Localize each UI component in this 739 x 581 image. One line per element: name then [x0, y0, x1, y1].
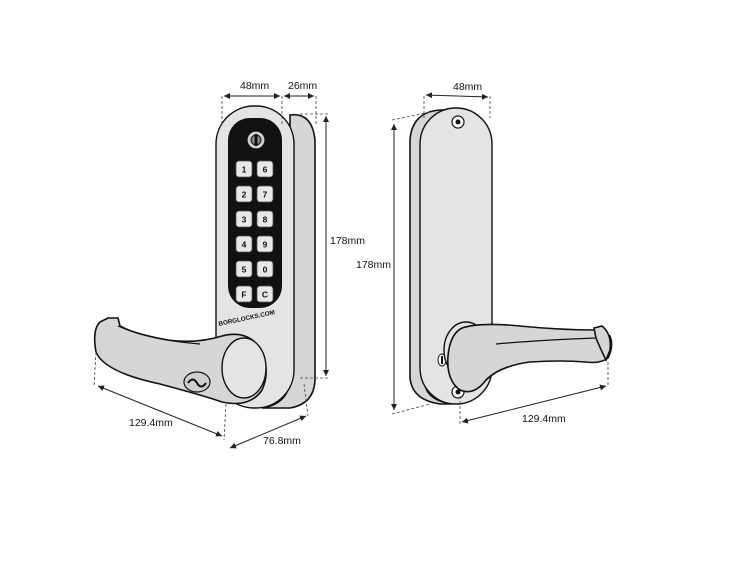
svg-text:7: 7 — [263, 190, 268, 200]
svg-text:5: 5 — [242, 265, 247, 275]
svg-text:129.4mm: 129.4mm — [522, 413, 566, 425]
svg-text:48mm: 48mm — [240, 80, 269, 92]
svg-text:1: 1 — [242, 165, 247, 175]
svg-text:178mm: 178mm — [330, 235, 365, 247]
svg-text:2: 2 — [242, 190, 247, 200]
svg-text:76.8mm: 76.8mm — [263, 435, 301, 447]
back-lever-edge — [495, 337, 597, 345]
front-dim-lever: 129.4mm — [93, 351, 227, 441]
front-dim-depth-top: 26mm — [284, 80, 317, 124]
svg-text:6: 6 — [263, 165, 268, 175]
back-view: 48mm 178mm 129.4mm — [356, 81, 613, 425]
keypad-key[interactable]: 9 — [256, 235, 274, 253]
svg-text:4: 4 — [242, 240, 247, 250]
svg-text:9: 9 — [263, 240, 268, 250]
back-dim-lever: 129.4mm — [459, 362, 609, 425]
front-lever-rose — [221, 337, 267, 399]
keypad-key[interactable]: 3 — [235, 210, 253, 228]
keypad-key[interactable]: 2 — [235, 185, 253, 203]
lever-cylinder-icon — [183, 371, 211, 393]
svg-text:26mm: 26mm — [288, 80, 317, 92]
keypad-key[interactable]: 8 — [256, 210, 274, 228]
top-fixing-hole-icon — [451, 115, 465, 129]
back-dim-height: 178mm — [356, 111, 431, 415]
back-lever-handle[interactable] — [446, 323, 613, 393]
svg-text:129.4mm: 129.4mm — [129, 417, 173, 429]
front-dim-depth-bottom: 76.8mm — [229, 383, 309, 449]
override-cylinder-icon — [246, 130, 266, 150]
keypad-key[interactable]: 6 — [256, 160, 274, 178]
keypad-key[interactable]: 0 — [256, 260, 274, 278]
keypad-key[interactable]: F — [235, 285, 253, 303]
svg-text:8: 8 — [263, 215, 268, 225]
keypad-right-column: 6 7 8 9 0 C — [256, 160, 274, 303]
svg-text:C: C — [262, 290, 268, 300]
svg-text:3: 3 — [242, 215, 247, 225]
front-view: 1 2 3 4 5 F — [93, 80, 365, 449]
svg-text:48mm: 48mm — [453, 81, 482, 93]
svg-text:0: 0 — [263, 265, 268, 275]
front-lever-top-edge — [117, 325, 201, 345]
front-dim-height: 178mm — [300, 113, 365, 379]
front-dim-width: 48mm — [221, 80, 283, 124]
back-dim-width: 48mm — [423, 81, 491, 118]
keypad-key[interactable]: 7 — [256, 185, 274, 203]
keypad-key[interactable]: 1 — [235, 160, 253, 178]
keypad-left-column: 1 2 3 4 5 F — [235, 160, 253, 303]
back-lever-tip — [593, 325, 612, 362]
keypad-key[interactable]: 5 — [235, 260, 253, 278]
svg-text:F: F — [241, 290, 246, 300]
svg-text:178mm: 178mm — [356, 259, 391, 271]
keypad-key[interactable]: 4 — [235, 235, 253, 253]
keypad-key[interactable]: C — [256, 285, 274, 303]
